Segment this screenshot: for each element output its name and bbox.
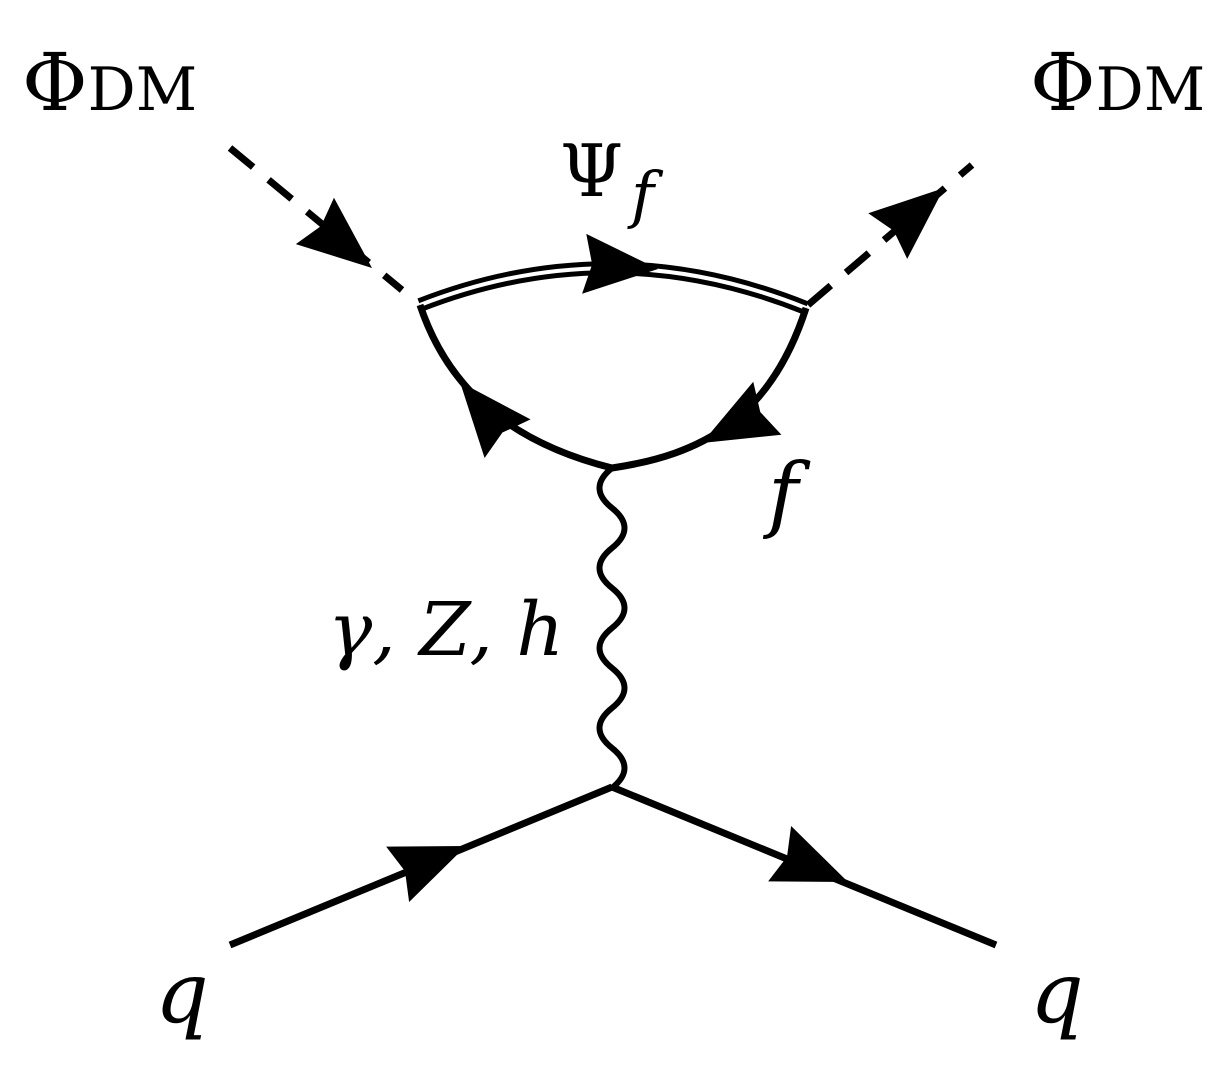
dm-in-label: ΦDM — [22, 36, 197, 129]
dm-out-arrow — [868, 165, 964, 259]
mediator-label: γ, Z, h — [328, 587, 564, 673]
quark-out-line — [610, 783, 998, 949]
heavy-fermion-arrow — [582, 233, 661, 299]
quark-in-line — [228, 783, 614, 949]
dm-out-label: ΦDM — [1030, 36, 1205, 129]
dm-in-line — [227, 145, 405, 293]
quark-out-label: q — [1030, 944, 1084, 1042]
quark-out-arrow — [768, 825, 860, 910]
heavy-fermion-line — [417, 233, 809, 315]
quark-in-label: q — [155, 944, 209, 1042]
fermion-loop — [416, 303, 810, 472]
loop-left-arrow — [437, 362, 531, 458]
light-fermion-label: f — [762, 447, 811, 542]
quark-in-arrow — [386, 818, 478, 903]
mediator-wavy-line — [596, 465, 628, 791]
dm-out-line — [805, 162, 975, 308]
